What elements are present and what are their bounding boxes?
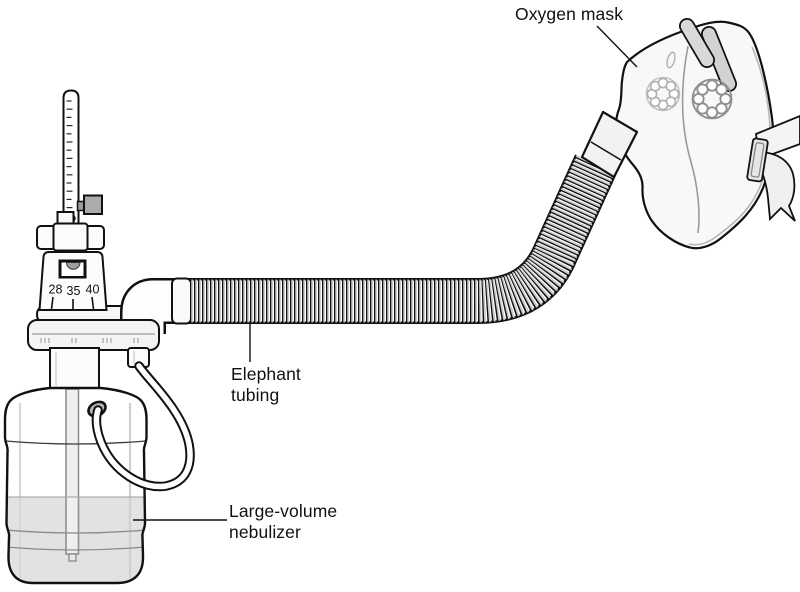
- bottle-outline: [3, 386, 148, 585]
- elephant-tubing-label-line1: Elephant: [231, 364, 301, 384]
- strap-buckle: [746, 137, 769, 183]
- dial-ticks: [50, 296, 95, 311]
- dip-tube: [65, 388, 80, 555]
- dial-number-40: 40: [86, 283, 100, 297]
- bottle-groove-2: [5, 529, 146, 534]
- nebulizer-label-line1: Large-volume: [229, 501, 338, 521]
- tube-ribs: [190, 154, 617, 324]
- nebulizer-neck: [49, 347, 100, 390]
- mask-top-strap: [679, 18, 737, 92]
- vent-port-left: [645, 76, 681, 112]
- mask-mold-mark: [666, 51, 676, 69]
- mask-cushion-rim: [688, 46, 771, 246]
- lid-tier-lower: [27, 319, 160, 351]
- mask-strap: [746, 115, 800, 222]
- oxygen-mask-label: Oxygen mask: [515, 4, 623, 25]
- feed-tube: [91, 361, 195, 492]
- mask-connector: [580, 110, 639, 179]
- nut-center: [52, 222, 89, 252]
- dial-numbers: 28 35 40: [49, 283, 100, 299]
- regulator-nut: [36, 211, 105, 252]
- elbow-fill: [122, 280, 190, 334]
- fio2-dial: 28 35 40: [38, 251, 108, 311]
- oxygen-mask: [614, 18, 800, 250]
- connector-seam: [590, 141, 622, 161]
- feed-tube-fill: [93, 363, 193, 490]
- bottle-groove-1: [5, 440, 147, 445]
- tube-rib-shading: [190, 155, 616, 323]
- large-volume-nebulizer-label: Large-volume nebulizer: [229, 501, 337, 543]
- dial-pointer-dome: [65, 262, 81, 270]
- leader-lines: [133, 25, 638, 521]
- dip-tube-tip: [68, 553, 77, 562]
- lid-knurling: [40, 338, 139, 343]
- dial-number-35: 35: [67, 284, 81, 298]
- flow-adjust-knob: [83, 194, 103, 215]
- nebulizer-bottle: [3, 386, 148, 585]
- elephant-tubing-label: Elephant tubing: [231, 364, 301, 406]
- nebulizer-lid: [27, 319, 160, 351]
- vent-port-right: [691, 78, 733, 120]
- bottle-groove-3: [6, 546, 146, 551]
- connector-body: [580, 110, 639, 179]
- flow-meter: [62, 89, 103, 227]
- leader-oxygen-mask: [596, 25, 638, 68]
- mask-center-ridge: [681, 45, 700, 234]
- nebulizer-label-line2: nebulizer: [229, 522, 301, 542]
- dial-drum: [38, 251, 108, 311]
- dial-number-28: 28: [49, 283, 63, 297]
- elephant-tubing-label-line2: tubing: [231, 385, 280, 405]
- elbow-connector: [120, 277, 192, 334]
- tube-collar: [171, 277, 192, 325]
- oxygen-mask-label-text: Oxygen mask: [515, 4, 624, 24]
- flow-meter-scale: [66, 100, 73, 209]
- mask-body: [614, 20, 775, 250]
- bottle-details: [5, 388, 147, 578]
- elephant-tube: [190, 154, 617, 324]
